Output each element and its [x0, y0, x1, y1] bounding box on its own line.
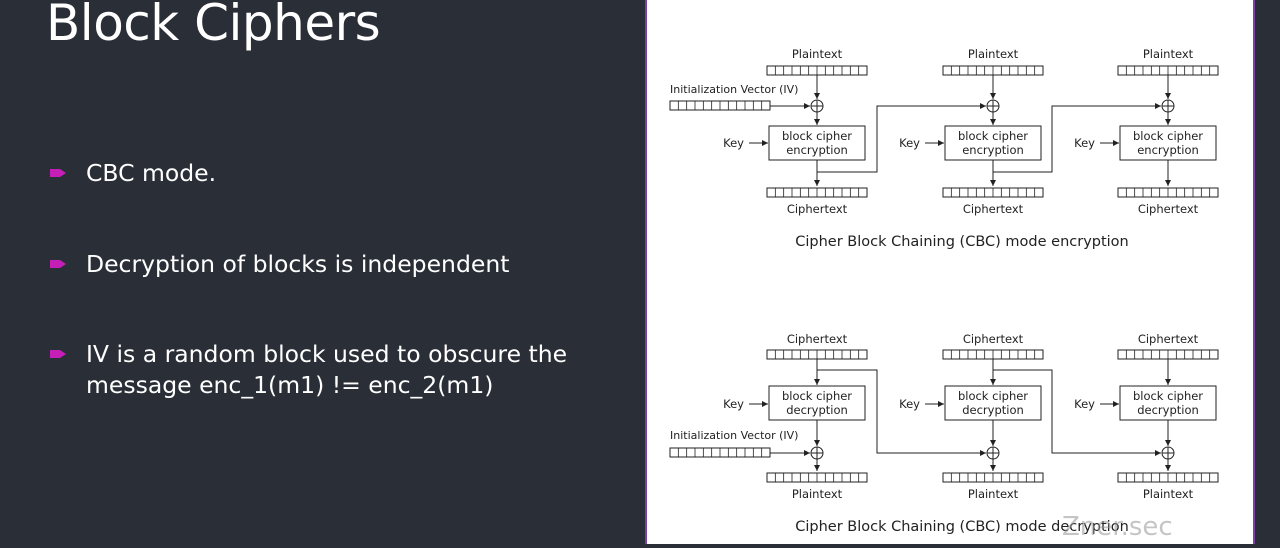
watermark-text: Zner.sec [1062, 512, 1173, 542]
slide-right-edge [1255, 0, 1280, 544]
block-cipher-label: encryption [786, 143, 848, 157]
slide-title: Block Ciphers [46, 0, 381, 52]
encryption-caption: Cipher Block Chaining (CBC) mode encrypt… [795, 234, 1129, 250]
block-cipher-label: decryption [786, 403, 848, 417]
ciphertext-label: Ciphertext [787, 332, 848, 346]
block-cipher-label: decryption [962, 403, 1024, 417]
chain-arrow [817, 103, 986, 173]
plaintext-label: Plaintext [1143, 47, 1194, 61]
ciphertext-label: Ciphertext [787, 202, 848, 216]
block-cipher-label: decryption [1137, 403, 1199, 417]
decryption-caption: Cipher Block Chaining (CBC) mode decrypt… [795, 519, 1129, 535]
bullet-item-iv: IV is a random block used to obscure the… [50, 339, 567, 401]
chain-arrow [993, 369, 1161, 456]
block-cipher-label: block cipher [958, 129, 1028, 143]
block-cipher-label: block cipher [782, 389, 852, 403]
key-label: Key [1074, 397, 1095, 411]
bullet-text: IV is a random block used to obscure the… [86, 340, 568, 399]
block-cipher-label: block cipher [1133, 389, 1203, 403]
bullet-text: CBC mode. [86, 159, 217, 187]
block-cipher-encryption-box [1119, 125, 1217, 161]
plaintext-label: Plaintext [792, 47, 843, 61]
ciphertext-label: Ciphertext [963, 202, 1024, 216]
key-label: Key [723, 397, 744, 411]
bullet-arrow-icon [50, 260, 66, 268]
plaintext-label: Plaintext [1143, 487, 1194, 501]
iv-label: Initialization Vector (IV) [670, 429, 798, 442]
block-cipher-encryption-box [944, 125, 1042, 161]
slide-text-panel: Block Ciphers CBC mode. Decryption of bl… [46, 0, 568, 401]
block-cipher-label: block cipher [1133, 129, 1203, 143]
ciphertext-label: Ciphertext [1138, 202, 1199, 216]
bullet-item-decryption: Decryption of blocks is independent [50, 249, 509, 280]
iv-label: Initialization Vector (IV) [670, 83, 798, 96]
key-label: Key [899, 136, 920, 150]
bullet-arrow-icon [50, 169, 66, 177]
bullet-item-cbc: CBC mode. [50, 158, 216, 189]
key-label: Key [899, 397, 920, 411]
block-cipher-decryption-box [1119, 385, 1217, 421]
ciphertext-label: Ciphertext [1138, 332, 1199, 346]
ciphertext-label: Ciphertext [963, 332, 1024, 346]
block-cipher-label: block cipher [958, 389, 1028, 403]
chain-arrow [817, 369, 986, 456]
block-cipher-decryption-box [768, 385, 866, 421]
block-cipher-label: encryption [1137, 143, 1199, 157]
chain-arrow [993, 103, 1161, 173]
bullet-text: Decryption of blocks is independent [86, 250, 510, 278]
bullet-arrow-icon [50, 350, 66, 358]
plaintext-label: Plaintext [792, 487, 843, 501]
plaintext-label: Plaintext [968, 47, 1019, 61]
block-cipher-label: block cipher [782, 129, 852, 143]
key-label: Key [1074, 136, 1095, 150]
block-cipher-label: encryption [962, 143, 1024, 157]
plaintext-label: Plaintext [968, 487, 1019, 501]
key-label: Key [723, 136, 744, 150]
